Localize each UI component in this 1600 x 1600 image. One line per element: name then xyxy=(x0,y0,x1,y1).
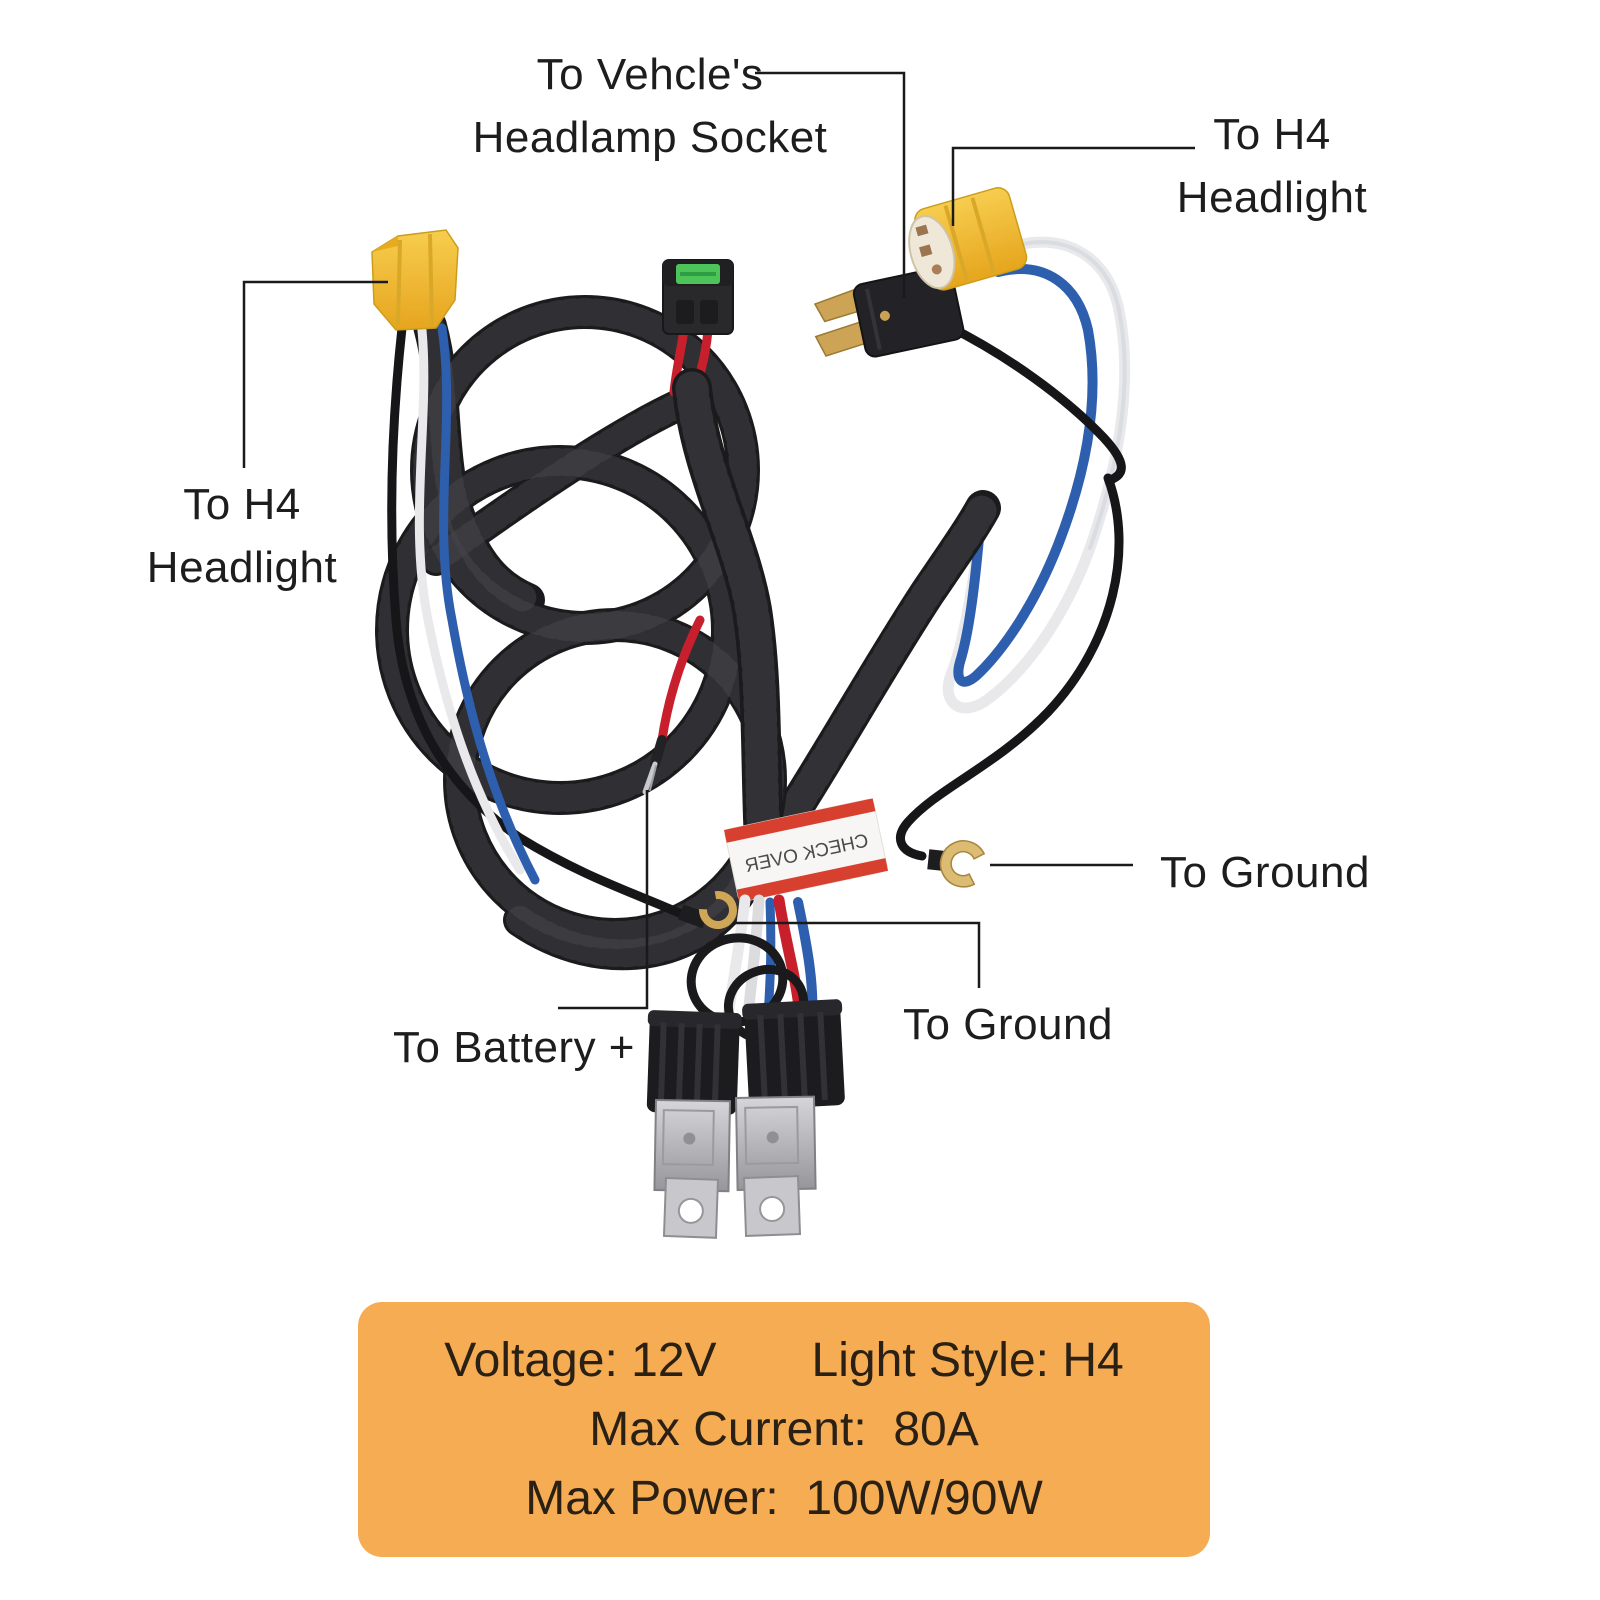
spec-row-1: Voltage: 12V Light Style: H4 xyxy=(444,1333,1123,1388)
label-h4-right-line1: To H4 xyxy=(1213,110,1331,159)
right-wire-loops xyxy=(896,236,1131,861)
label-h4-right-line2: Headlight xyxy=(1176,173,1368,222)
spec-row-3: Max Power: 100W/90W xyxy=(525,1471,1043,1526)
label-battery-positive: To Battery + xyxy=(393,1023,636,1072)
spec-light-style: Light Style: H4 xyxy=(811,1334,1124,1387)
spec-voltage: Voltage: 12V xyxy=(444,1334,717,1387)
h4-socket-left xyxy=(371,229,459,331)
center-tube xyxy=(669,325,784,862)
ring-terminal xyxy=(677,890,737,929)
leader-lines xyxy=(242,71,1195,1010)
relay-2 xyxy=(734,1095,817,1192)
spec-max-current: Max Current: 80A xyxy=(589,1403,979,1456)
label-headlamp-socket-line2: Headlamp Socket xyxy=(472,113,828,162)
label-headlamp-socket-line1: To Vehcle's xyxy=(536,50,764,99)
ground-wire-right xyxy=(896,473,1124,861)
spec-max-power: Max Power: 100W/90W xyxy=(525,1472,1043,1525)
spec-row-2: Max Current: 80A xyxy=(589,1402,978,1457)
leader-battery xyxy=(558,790,649,1010)
right-corrugated-tube xyxy=(760,490,1001,853)
relay-1 xyxy=(653,1098,732,1193)
spec-box: Voltage: 12V Light Style: H4 Max Current… xyxy=(358,1302,1210,1557)
leader-h4-left xyxy=(242,280,388,468)
relay-mount-brackets xyxy=(662,1175,802,1239)
left-tube-coil xyxy=(375,295,787,971)
label-h4-left-line2: Headlight xyxy=(146,543,338,592)
vehicle-headlamp-plug xyxy=(813,266,965,358)
label-ground-center: To Ground xyxy=(903,1000,1113,1049)
label-ground-right: To Ground xyxy=(1160,848,1370,897)
leader-headlamp-socket xyxy=(755,71,906,298)
leader-ground-center xyxy=(733,921,981,988)
label-headlamp-socket: To Vehcle's Headlamp Socket xyxy=(400,43,900,169)
h4-socket-right xyxy=(908,187,1028,291)
battery-black-wire xyxy=(387,323,691,921)
label-h4-left-line1: To H4 xyxy=(183,480,301,529)
label-h4-headlight-right: To H4 Headlight xyxy=(1122,103,1422,229)
leader-h4-right xyxy=(951,146,1195,226)
label-h4-headlight-left: To H4 Headlight xyxy=(92,473,392,599)
fuse-holder xyxy=(662,259,734,335)
relay-sockets xyxy=(646,999,845,1115)
left-branch-wires xyxy=(387,323,691,921)
battery-wire-tip xyxy=(642,615,705,795)
check-over-band: CHECK OVER xyxy=(724,798,889,903)
ground-fork-terminal xyxy=(927,840,986,888)
